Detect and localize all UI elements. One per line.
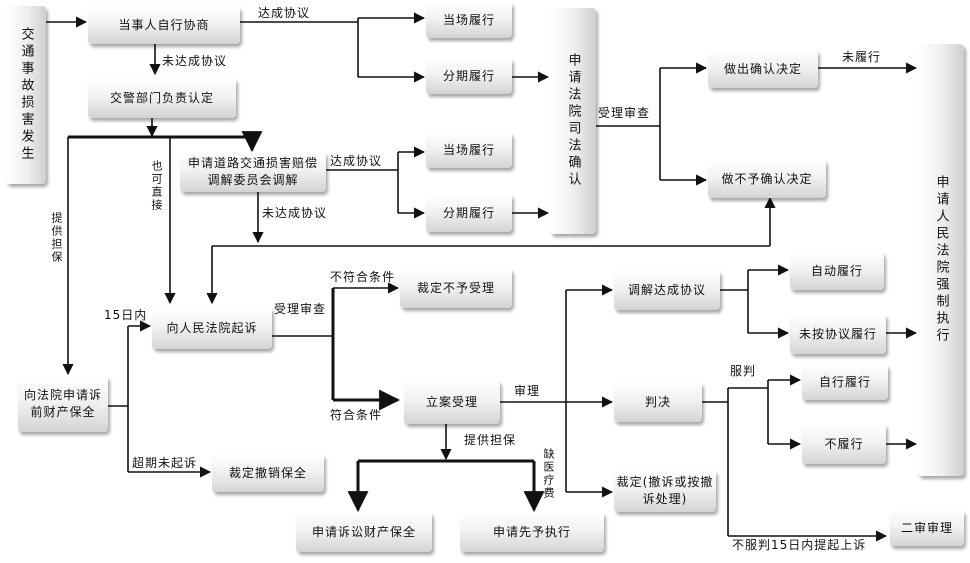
node-perform-installment-2: 分期履行: [426, 194, 512, 232]
node-perform-installment-1: 分期履行: [426, 58, 512, 94]
label-within-15-days: 15日内: [104, 308, 148, 322]
label-provide-guarantee-2: 提供担保: [464, 433, 517, 447]
node-self-perform: 自行履行: [802, 364, 888, 400]
label-provide-guarantee-1: 提供担保: [50, 212, 63, 264]
node-not-perform-agreement: 未按协议履行: [790, 314, 886, 354]
label-accept-review-1: 受理审查: [598, 106, 651, 120]
node-filing: 立案受理: [404, 380, 500, 424]
node-judgment: 判决: [614, 382, 702, 422]
node-auto-perform: 自动履行: [790, 252, 884, 290]
label-accept-judgment: 服判: [730, 364, 757, 378]
node-confirm-decision: 做出确认决定: [708, 50, 818, 88]
node-mediation-agreement: 调解达成协议: [614, 270, 720, 310]
label-may-directly: 也可直接: [150, 160, 163, 212]
node-judicial-confirm: 申请法院司法确认: [550, 8, 596, 234]
node-mediation: 申请道路交通损害赔偿调解委员会调解: [180, 152, 326, 192]
label-no-agreement-2: 未达成协议: [262, 206, 328, 220]
label-accept-review-2: 受理审查: [274, 302, 327, 316]
node-reject-ruling: 裁定不予受理: [400, 268, 512, 308]
label-appeal: 不服判15日内提起上诉: [732, 538, 867, 552]
node-accident: 交通事故损害发生: [6, 6, 46, 184]
node-negotiate: 当事人自行协商: [88, 6, 240, 44]
node-not-perform: 不履行: [802, 424, 886, 464]
label-not-meet: 不符合条件: [330, 270, 396, 284]
label-lack-medical: 缺医疗费: [542, 448, 555, 500]
node-perform-spot-2: 当场履行: [426, 132, 512, 168]
label-agreement-1: 达成协议: [258, 6, 311, 20]
node-sue: 向人民法院起诉: [152, 307, 272, 349]
label-trial: 审理: [514, 384, 541, 398]
node-enforcement: 申请人民法院强制执行: [918, 44, 964, 476]
node-police: 交警部门负责认定: [88, 78, 236, 118]
label-no-agreement-1: 未达成协议: [162, 54, 228, 68]
node-litigation-preservation: 申请诉讼财产保全: [296, 512, 432, 552]
node-preservation: 向法院申请诉前财产保全: [18, 376, 108, 432]
node-second-instance: 二审审理: [890, 510, 964, 546]
node-ruling-withdraw: 裁定(撤诉或按撤诉处理): [614, 470, 716, 512]
node-perform-spot-1: 当场履行: [426, 2, 512, 38]
label-not-performed: 未履行: [842, 50, 882, 64]
label-meet: 符合条件: [330, 408, 383, 422]
node-revoke-preservation: 裁定撤销保全: [212, 454, 324, 492]
node-no-confirm-decision: 做不予确认决定: [708, 160, 826, 198]
label-overdue-no-suit: 超期未起诉: [132, 456, 198, 470]
label-agreement-2: 达成协议: [330, 154, 383, 168]
node-advance-execution: 申请先予执行: [460, 512, 604, 552]
